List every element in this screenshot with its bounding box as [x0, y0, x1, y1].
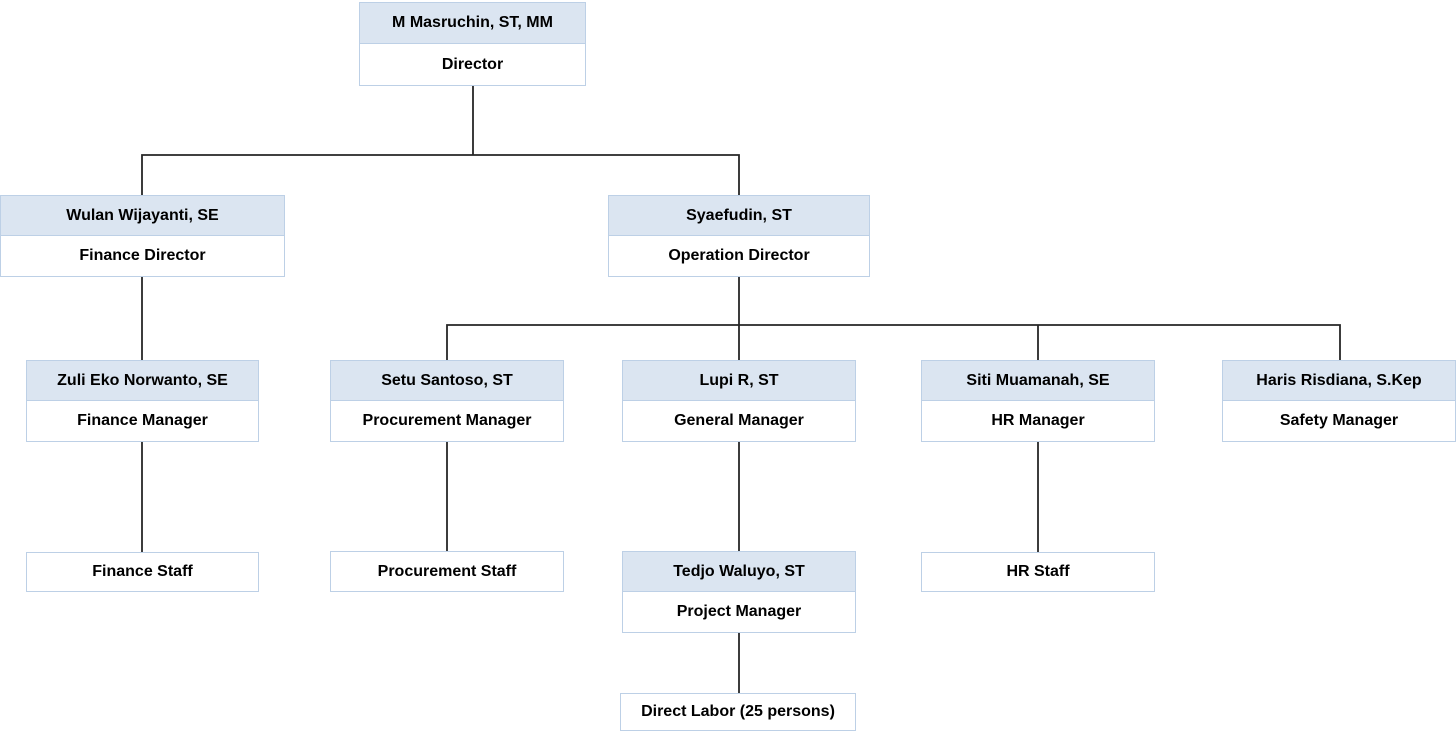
- org-node-direct-labor: Direct Labor (25 persons): [620, 693, 856, 731]
- node-title: HR Manager: [991, 412, 1085, 429]
- node-title: Director: [441, 55, 504, 73]
- node-title: Safety Manager: [1279, 412, 1399, 429]
- node-name: Haris Risdiana, S.Kep: [1223, 361, 1455, 401]
- org-node-finance-staff: Finance Staff: [26, 552, 259, 592]
- org-node-general-manager: Lupi R, ST General Manager: [622, 360, 856, 442]
- node-title: Procurement Manager: [362, 412, 532, 429]
- node-title: Finance Director: [79, 247, 206, 264]
- org-node-finance-director: Wulan Wijayanti, SE Finance Director: [0, 195, 285, 277]
- node-name: Syaefudin, ST: [609, 196, 869, 236]
- org-node-safety-manager: Haris Risdiana, S.Kep Safety Manager: [1222, 360, 1456, 442]
- org-node-project-manager: Tedjo Waluyo, ST Project Manager: [622, 551, 856, 633]
- node-name: Wulan Wijayanti, SE: [1, 196, 284, 236]
- node-name: Siti Muamanah, SE: [922, 361, 1154, 401]
- node-name: Lupi R, ST: [623, 361, 855, 401]
- node-title: Finance Manager: [77, 412, 208, 429]
- org-node-procurement-manager: Setu Santoso, ST Procurement Manager: [330, 360, 564, 442]
- org-node-hr-staff: HR Staff: [921, 552, 1155, 592]
- org-node-procurement-staff: Procurement Staff: [330, 551, 564, 592]
- org-node-director: M Masruchin, ST, MM Director: [359, 2, 586, 86]
- node-name: Zuli Eko Norwanto, SE: [27, 361, 258, 401]
- node-title: General Manager: [674, 412, 804, 429]
- org-node-finance-manager: Zuli Eko Norwanto, SE Finance Manager: [26, 360, 259, 442]
- node-title: Operation Director: [668, 247, 810, 264]
- node-title: Project Manager: [676, 603, 802, 620]
- org-node-operation-director: Syaefudin, ST Operation Director: [608, 195, 870, 277]
- org-node-hr-manager: Siti Muamanah, SE HR Manager: [921, 360, 1155, 442]
- node-name: Setu Santoso, ST: [331, 361, 563, 401]
- node-name: M Masruchin, ST, MM: [360, 3, 585, 44]
- node-name: Tedjo Waluyo, ST: [623, 552, 855, 592]
